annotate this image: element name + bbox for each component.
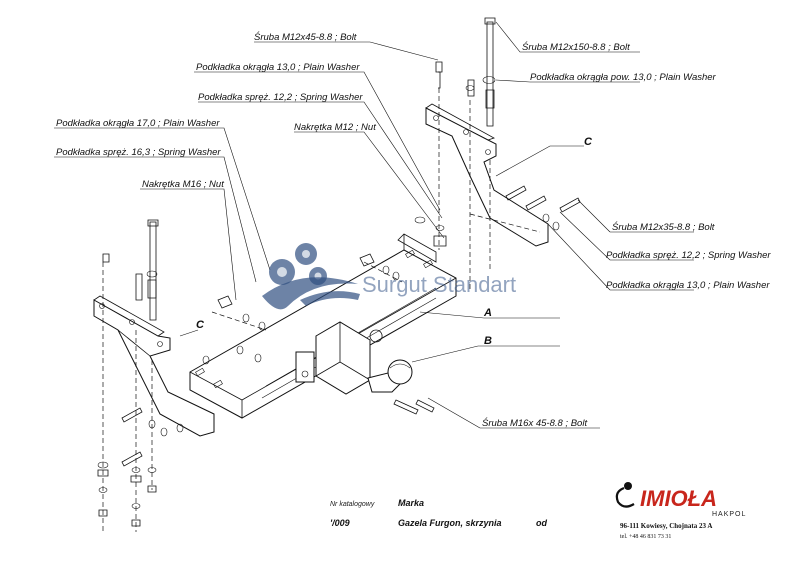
- gears-icon: [262, 243, 360, 310]
- label-plain-washer-pow-13: Podkładka okrągła pow. 13,0 ; Plain Wash…: [530, 72, 717, 83]
- leader-lines: [54, 21, 694, 429]
- company-phone: tel. +48 46 831 73 31: [620, 534, 671, 540]
- left-bracket-c: [93, 219, 215, 532]
- company-logo-sub: HAKPOL: [712, 511, 746, 518]
- label-spring-washer-12-top: Podkładka spręż. 12,2 ; Spring Washer: [198, 92, 363, 103]
- ball-mount-b: [295, 321, 435, 415]
- crossbar-fasteners: [202, 216, 447, 365]
- right-bracket-c: [425, 17, 581, 290]
- catalog-number: '/009: [330, 518, 350, 528]
- company-block: IMIOŁA HAKPOL 96-111 Kowiesy, Chojnata 2…: [615, 482, 746, 540]
- part-c-right-label: C: [584, 136, 593, 148]
- label-bolt-m12x35: Śruba M12x35-8.8 ; Bolt: [612, 221, 715, 233]
- label-plain-washer-13-top: Podkładka okrągła 13,0 ; Plain Washer: [196, 62, 360, 73]
- label-spring-washer-12-right: Podkładka spręż. 12,2 ; Spring Washer: [606, 250, 771, 261]
- label-bolt-m12x45: Śruba M12x45-8.8 ; Bolt: [254, 31, 357, 43]
- label-bolt-m12x150: Śruba M12x150-8.8 ; Bolt: [522, 41, 630, 53]
- part-c-left-label: C: [196, 319, 205, 331]
- watermark: Surgut Standart: [262, 243, 516, 310]
- label-nut-m12: Nakrętka M12 ; Nut: [294, 122, 376, 133]
- part-labels: Śruba M12x45-8.8 ; Bolt Śruba M12x150-8.…: [56, 31, 771, 429]
- main-crossbar-a: [189, 233, 457, 419]
- hook-logo-icon: [615, 482, 635, 508]
- label-plain-washer-17: Podkładka okrągła 17,0 ; Plain Washer: [56, 118, 220, 129]
- catalog-number-label: Nr katalogowy: [330, 501, 375, 508]
- company-logo-text: IMIOŁA: [640, 486, 717, 511]
- brand-label: Marka: [398, 498, 424, 508]
- company-address: 96-111 Kowiesy, Chojnata 23 A: [620, 522, 712, 530]
- left-lower-hardware: [97, 461, 157, 527]
- label-bolt-m16x45: Śruba M16x 45-8.8 ; Bolt: [482, 417, 587, 429]
- watermark-text: Surgut Standart: [362, 272, 516, 297]
- from-label: od: [536, 518, 547, 528]
- label-plain-washer-13-right: Podkładka okrągła 13,0 ; Plain Washer: [606, 280, 770, 291]
- label-nut-m16: Nakrętka M16 ; Nut: [142, 179, 224, 190]
- part-a-label: A: [483, 307, 492, 319]
- part-b-label: B: [484, 335, 492, 347]
- vehicle-model: Gazela Furgon, skrzynia: [398, 518, 502, 528]
- footer-info: Nr katalogowy Marka '/009 Gazela Furgon,…: [330, 498, 547, 528]
- label-spring-washer-16: Podkładka spręż. 16,3 ; Spring Washer: [56, 147, 221, 158]
